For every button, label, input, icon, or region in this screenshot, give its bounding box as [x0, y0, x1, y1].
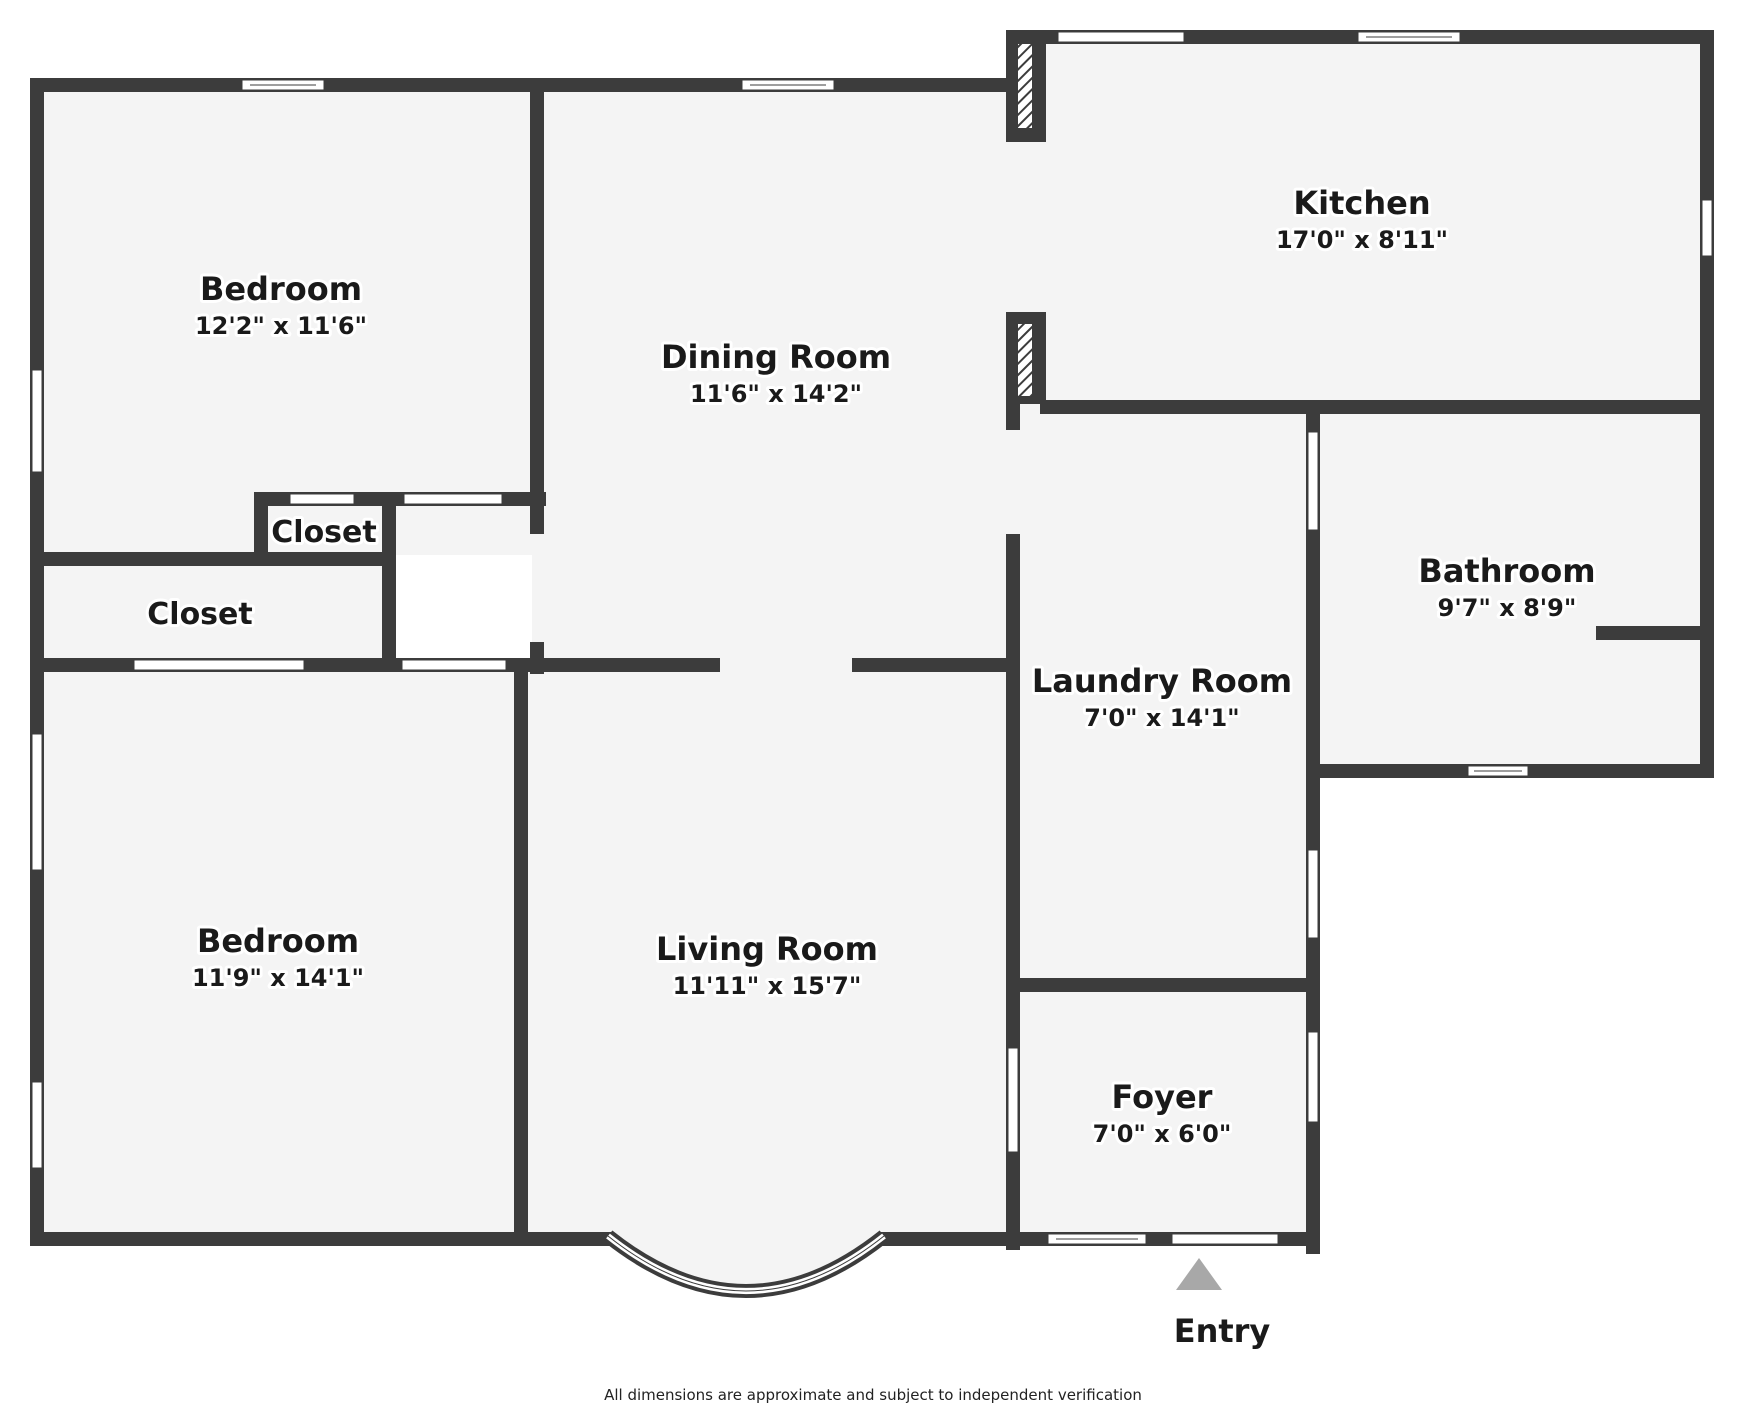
window-closet-upper — [289, 493, 355, 505]
room-foyer-dims: 7'0" x 6'0" — [1093, 1120, 1232, 1148]
bedroom-top-floor — [38, 88, 532, 555]
room-bedroom-top-dims: 12'2" x 11'6" — [195, 312, 367, 340]
room-closet-upper-name: Closet — [271, 515, 376, 550]
room-bedroom-bottom-name: Bedroom — [197, 922, 359, 960]
floor-areas — [38, 42, 1702, 1291]
closet-lower-floor — [38, 562, 390, 666]
window-bedroom-bottom-left-2 — [31, 1081, 43, 1169]
room-kitchen-name: Kitchen — [1293, 184, 1430, 222]
room-bathroom-dims: 9'7" x 8'9" — [1438, 594, 1577, 622]
window-kitchen-top-1 — [1057, 31, 1185, 43]
hatched-wall-sections — [1018, 44, 1032, 396]
room-closet-lower-name: Closet — [147, 597, 252, 632]
room-dining-dims: 11'6" x 14'2" — [690, 380, 862, 408]
bay-window — [603, 1230, 889, 1298]
opening-hall-bottom — [401, 659, 507, 671]
room-living-name: Living Room — [656, 930, 878, 968]
entry-door-opening — [1171, 1233, 1279, 1245]
window-closet-hall — [403, 493, 503, 505]
disclaimer: All dimensions are approximate and subje… — [604, 1386, 1142, 1404]
bedroom-bottom-floor — [38, 666, 520, 1240]
window-bedroom-bottom-left-1 — [31, 733, 43, 871]
room-living-dims: 11'11" x 15'7" — [673, 972, 862, 1000]
window-bedroom-top-left — [31, 369, 43, 473]
room-labels: Bedroom 12'2" x 11'6" Dining Room 11'6" … — [144, 181, 1598, 1404]
entry-arrow-icon — [1176, 1258, 1222, 1290]
foyer-floor — [1016, 984, 1314, 1240]
bathroom-floor — [1314, 414, 1702, 772]
room-laundry-name: Laundry Room — [1032, 662, 1292, 700]
room-bedroom-bottom-dims: 11'9" x 14'1" — [192, 964, 364, 992]
entry-label: Entry — [1174, 1312, 1271, 1350]
room-dining-name: Dining Room — [661, 338, 891, 376]
laundry-floor — [1016, 414, 1314, 984]
room-bedroom-top-name: Bedroom — [200, 270, 362, 308]
window-laundry-right — [1307, 849, 1319, 939]
opening-laundry-top — [1307, 431, 1319, 531]
opening-living-foyer — [1007, 1047, 1019, 1153]
kitchen-floor — [1016, 42, 1702, 414]
room-laundry-dims: 7'0" x 14'1" — [1084, 704, 1239, 732]
room-kitchen-dims: 17'0" x 8'11" — [1276, 226, 1448, 254]
opening-closet-lower — [133, 659, 305, 671]
window-foyer-right — [1307, 1031, 1319, 1123]
windows — [31, 31, 1713, 1245]
room-foyer-name: Foyer — [1112, 1078, 1213, 1116]
window-kitchen-right — [1701, 199, 1713, 257]
room-bathroom-name: Bathroom — [1418, 552, 1595, 590]
living-room-floor — [520, 666, 1016, 1240]
dining-room-floor — [532, 88, 1016, 666]
